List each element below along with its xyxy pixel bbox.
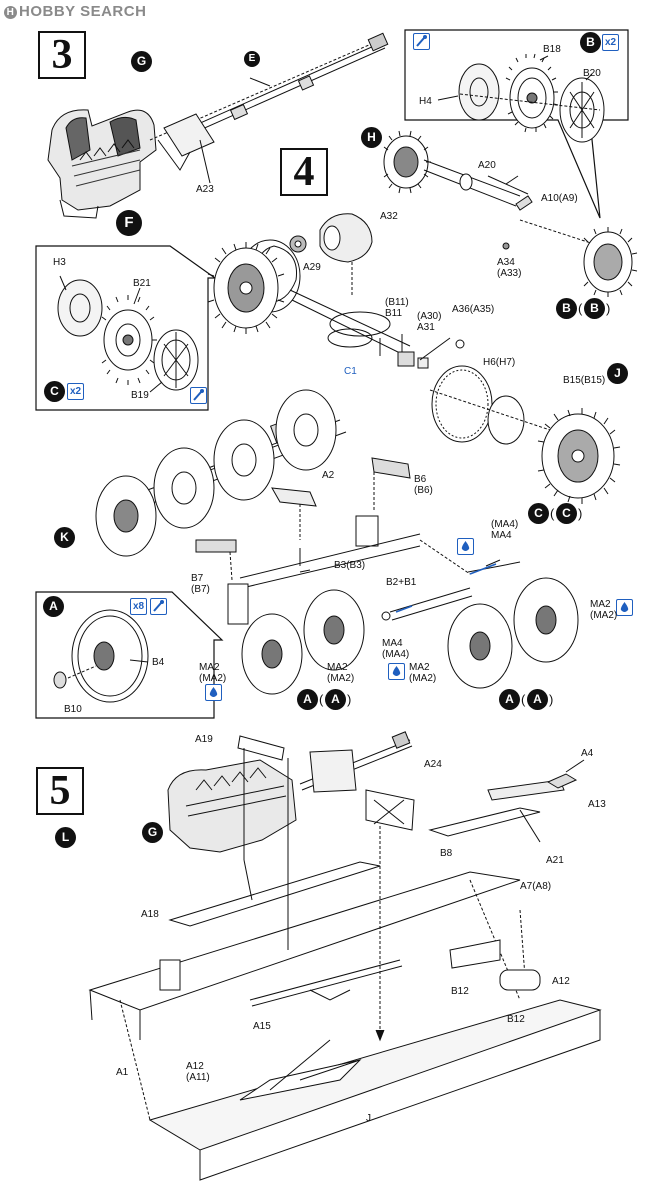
glue-drop-icon (457, 538, 474, 555)
part-label: A12 (552, 976, 570, 987)
part-label: A24 (424, 759, 442, 770)
part-label: (A30) A31 (417, 311, 442, 333)
part-label: A15 (253, 1021, 271, 1032)
step5-chassis-drawing (88, 861, 602, 1181)
part-label: A2 (322, 470, 335, 481)
part-label: B4 (152, 657, 165, 668)
watermark-text: HOBBY SEARCH (19, 3, 147, 20)
badge-e-marker: E (244, 51, 260, 67)
step5-shaft-drawing (237, 731, 415, 1042)
bogie-upper-drawing (95, 389, 347, 557)
part-label: A4 (581, 748, 594, 759)
glue-drop-icon (616, 599, 633, 616)
sprocket-h-drawing (383, 130, 601, 250)
sprocket-assembly-left (57, 275, 199, 393)
badge-g-step3: G (131, 51, 152, 72)
step-number-5: 5 (36, 767, 84, 815)
hub-assembly-j-drawing (429, 365, 621, 504)
part-label: MA2 (MA2) (327, 662, 355, 684)
part-label-blue: C1 (344, 366, 357, 377)
paint-brush-icon (150, 598, 167, 615)
part-label: H6(H7) (483, 357, 516, 368)
part-label: B12 (507, 1014, 525, 1025)
main-sprocket-drawing (207, 242, 285, 334)
callout-box-top-right (404, 29, 629, 219)
badge-h: H (361, 127, 382, 148)
part-label: (B11) B11 (385, 297, 409, 319)
part-label: B18 (543, 44, 561, 55)
badge-g-step5: G (142, 822, 163, 843)
step5-engine-drawing (167, 759, 297, 853)
part-label: A1 (116, 1067, 129, 1078)
badge-c-box: C (44, 381, 65, 402)
part-label: A20 (478, 160, 496, 171)
badge-l: L (55, 827, 76, 848)
quantity-x8-icon: x8 (130, 598, 148, 615)
part-label: MA4 (MA4) (382, 638, 410, 660)
badge-f: F (116, 210, 142, 236)
drive-sprocket-right-drawing (583, 227, 638, 297)
part-label: MA2 (MA2) (409, 662, 437, 684)
hobby-search-logo-icon: H (4, 6, 17, 19)
part-label: MA2 (MA2) (199, 662, 227, 684)
glue-drop-icon (388, 663, 405, 680)
step3-shaft-drawing (149, 32, 389, 184)
road-wheels-lower-right-drawing (447, 577, 579, 689)
part-label: A10(A9) (541, 193, 578, 204)
part-label: A23 (196, 184, 214, 195)
badge-b-box: B (580, 32, 601, 53)
part-label: B10 (64, 704, 82, 715)
part-label: B21 (133, 278, 151, 289)
part-label: (MA4) MA4 (491, 519, 519, 541)
badge-a-box: A (43, 596, 64, 617)
part-label: H4 (419, 96, 432, 107)
part-label: B15(B15) (563, 375, 606, 386)
part-label: B6 (B6) (414, 474, 433, 496)
part-label: A36(A35) (452, 304, 495, 315)
sprocket-assembly-top (437, 53, 605, 143)
badge-k: K (54, 527, 75, 548)
part-label: B20 (583, 68, 601, 79)
step3-engine-drawing (47, 109, 157, 219)
part-label: B2+B1 (386, 577, 417, 588)
step-number-3: 3 (38, 31, 86, 79)
road-wheels-lower-left-drawing (227, 583, 365, 695)
step-number-4: 4 (280, 148, 328, 196)
part-label: A21 (546, 855, 564, 866)
part-label: B19 (131, 390, 149, 401)
step5-rear-drawing (428, 759, 585, 991)
part-label: A7(A8) (520, 881, 552, 892)
part-label: MA2 (MA2) (590, 599, 618, 621)
suspension-arm-drawing (195, 457, 521, 621)
part-label: B8 (440, 848, 453, 859)
part-label: A29 (303, 262, 321, 273)
paint-brush-icon (190, 387, 207, 404)
part-label: B3(B3) (334, 560, 366, 571)
quantity-x2-icon-b: x2 (602, 34, 620, 51)
part-label: B7 (B7) (191, 573, 210, 595)
glue-drop-icon (205, 684, 222, 701)
part-label: J (366, 1113, 371, 1124)
quantity-x2-icon-c: x2 (67, 383, 85, 400)
paint-brush-icon (413, 33, 430, 50)
part-label: A34 (A33) (497, 257, 522, 279)
part-label: A18 (141, 909, 159, 920)
wheel-callout-drawing (53, 609, 149, 703)
badge-j: J (607, 363, 628, 384)
part-label: A13 (588, 799, 606, 810)
part-label: A19 (195, 734, 213, 745)
part-label: A32 (380, 211, 398, 222)
part-label: A12 (A11) (186, 1061, 210, 1083)
part-label: H3 (53, 257, 66, 268)
part-label: B12 (451, 986, 469, 997)
